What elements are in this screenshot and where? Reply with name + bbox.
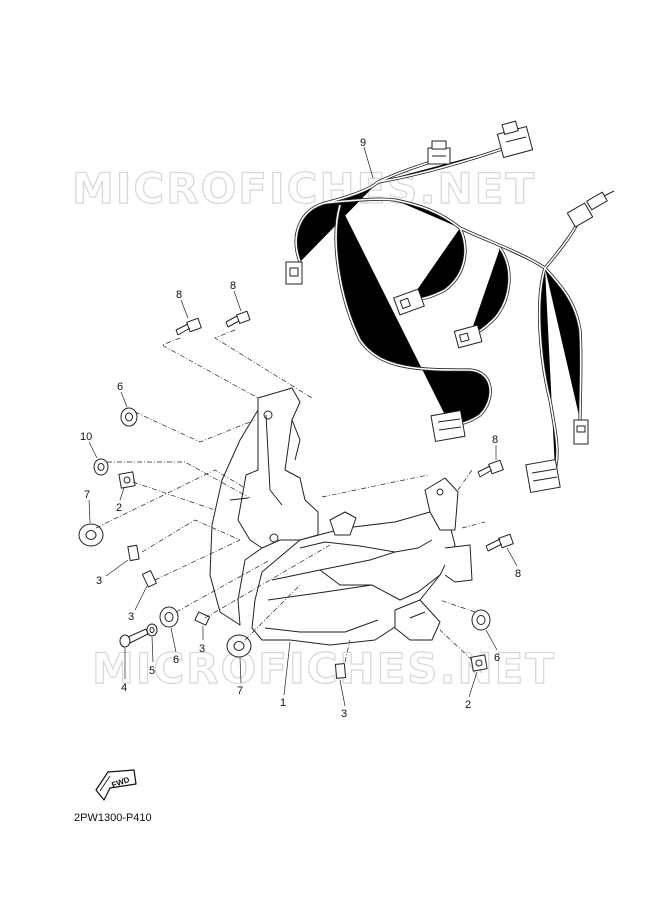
bolt-8-a [175,317,202,336]
bolt-8-b [225,310,251,328]
callout-8-d: 8 [515,568,521,580]
connector-top-small [427,140,451,165]
connector-mid-2 [453,324,483,349]
callout-1: 1 [280,697,286,709]
nut-2-b [470,654,488,672]
callout-8-a: 8 [176,289,182,301]
headlight-assembly [251,477,473,646]
connector-mid-1 [393,288,425,316]
clip-3-c [194,611,211,626]
callout-8-b: 8 [230,280,236,292]
connector-headlight [430,410,466,442]
connector-left-plug [285,261,303,285]
connector-right-small [573,419,589,445]
callout-leaders [88,146,518,707]
connector-top-large [496,120,534,158]
clip-3-b [141,570,157,588]
clip-3-a [127,544,140,562]
bolt-8-d [485,533,514,552]
callout-6-b: 6 [494,652,500,664]
nut-2-a [118,471,136,489]
callout-3-b: 3 [128,611,134,623]
callout-3-c: 3 [199,643,205,655]
callout-2-b: 2 [465,699,471,711]
callout-10: 10 [80,431,92,443]
collar-10 [93,458,109,476]
callout-2-a: 2 [116,502,122,514]
callout-5: 5 [149,665,155,677]
grommet-6-c [471,609,491,631]
grommet-6-a [120,407,138,427]
wire-harness [285,120,615,493]
clip-3-d [334,663,347,679]
callout-7-b: 7 [237,685,243,697]
grommet-7-b [226,634,252,658]
callout-9: 9 [360,137,366,149]
fwd-arrow-icon: FWD [95,769,137,801]
callout-6-a: 6 [117,381,123,393]
screw-4 [119,628,149,648]
callout-7-a: 7 [84,489,90,501]
callout-6-c: 6 [173,654,179,666]
callout-4: 4 [121,682,127,694]
watermark-top: MICROFICHES.NET [72,164,536,213]
connector-sensor [566,190,615,228]
callout-8-c: 8 [492,434,498,446]
grommet-6-b [159,606,179,628]
callout-labels: 9 8 8 8 8 6 6 6 10 2 2 7 7 3 3 3 3 4 5 1 [80,137,521,720]
diagram-code: 2PW1300-P410 [74,812,152,824]
bolt-8-c [477,459,504,478]
assembly-lines [95,329,486,663]
callout-3-d: 3 [341,708,347,720]
washer-5 [146,623,158,637]
grommet-7-a [78,523,104,547]
callout-3-a: 3 [96,575,102,587]
connector-right-large [525,459,561,493]
headlight-bracket [209,387,319,626]
